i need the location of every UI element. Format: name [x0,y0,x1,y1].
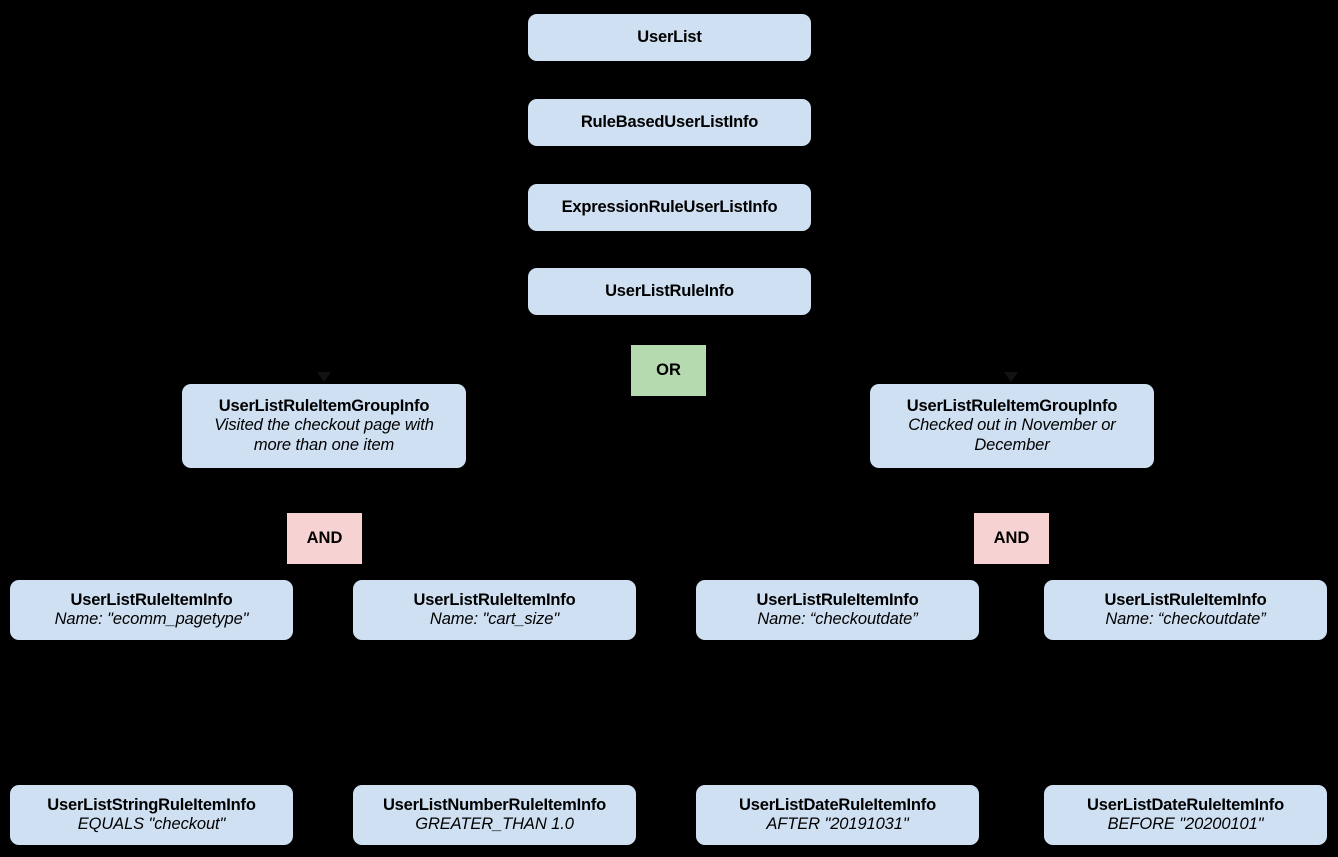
node-title: UserListRuleInfo [605,281,734,300]
node-rule-item-4[interactable]: UserListRuleItemInfo Name: “checkoutdate… [1044,580,1327,640]
node-group-left[interactable]: UserListRuleItemGroupInfo Visited the ch… [182,384,466,468]
node-title: UserListNumberRuleItemInfo [382,795,607,814]
node-leaf-3[interactable]: UserListDateRuleItemInfo AFTER "20191031… [696,785,979,845]
node-rule-item-2[interactable]: UserListRuleItemInfo Name: "cart_size" [353,580,636,640]
operator-or[interactable]: OR [631,345,706,396]
node-description: AFTER "20191031" [766,815,909,833]
node-title: UserListDateRuleItemInfo [1087,795,1284,814]
node-title: RuleBasedUserListInfo [580,112,759,131]
node-description: Name: “checkoutdate” [757,610,918,628]
node-title: UserListRuleItemInfo [756,590,919,609]
node-description: BEFORE "20200101" [1107,815,1264,833]
node-title: UserListRuleItemGroupInfo [906,396,1118,415]
operator-and-right[interactable]: AND [974,513,1049,564]
node-expressionruleuserlistinfo[interactable]: ExpressionRuleUserListInfo [528,184,811,231]
node-title: ExpressionRuleUserListInfo [561,197,778,216]
node-description: EQUALS "checkout" [77,815,226,833]
node-rulebaseduserlistinfo[interactable]: RuleBasedUserListInfo [528,99,811,146]
node-title: UserListRuleItemInfo [413,590,576,609]
node-leaf-4[interactable]: UserListDateRuleItemInfo BEFORE "2020010… [1044,785,1327,845]
node-description: Name: "ecomm_pagetype" [54,610,249,628]
node-title: UserListStringRuleItemInfo [47,795,256,814]
node-title: UserListRuleItemGroupInfo [218,396,430,415]
node-leaf-2[interactable]: UserListNumberRuleItemInfo GREATER_THAN … [353,785,636,845]
node-rule-item-3[interactable]: UserListRuleItemInfo Name: “checkoutdate… [696,580,979,640]
node-description: Checked out in November or December [908,416,1116,454]
node-title: UserListRuleItemInfo [1104,590,1267,609]
node-rule-item-1[interactable]: UserListRuleItemInfo Name: "ecomm_pagety… [10,580,293,640]
node-title: UserListRuleItemInfo [70,590,233,609]
edge-arrow-group-right [1004,372,1018,382]
edge-arrow-group-left [317,372,331,382]
node-userlistruleinfo[interactable]: UserListRuleInfo [528,268,811,315]
node-description: GREATER_THAN 1.0 [415,815,574,833]
node-description: Visited the checkout page with more than… [214,416,434,454]
node-description: Name: "cart_size" [429,610,560,628]
node-description: Name: “checkoutdate” [1105,610,1266,628]
node-group-right[interactable]: UserListRuleItemGroupInfo Checked out in… [870,384,1154,468]
operator-and-left[interactable]: AND [287,513,362,564]
node-title: UserList [637,27,702,46]
node-title: UserListDateRuleItemInfo [739,795,936,814]
node-leaf-1[interactable]: UserListStringRuleItemInfo EQUALS "check… [10,785,293,845]
node-userlist[interactable]: UserList [528,14,811,61]
